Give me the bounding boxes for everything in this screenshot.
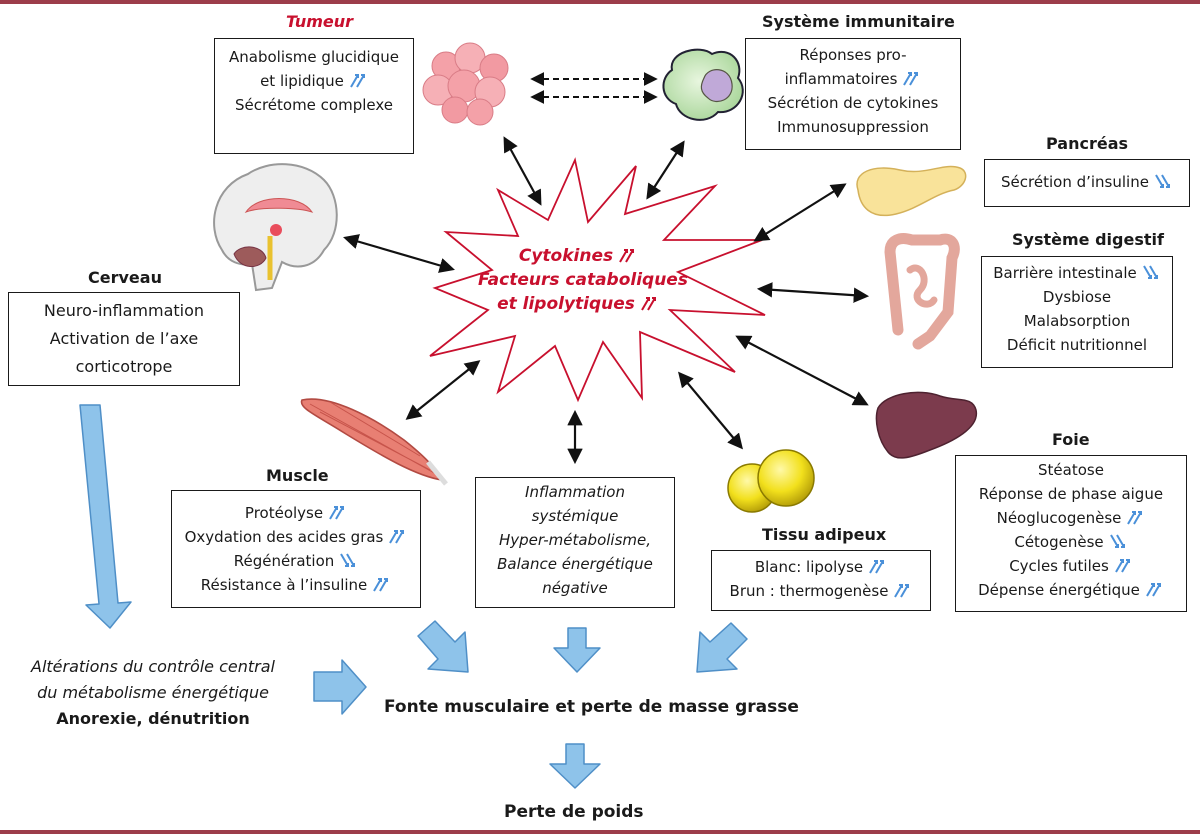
tumeur-line: Sécrétome complexe <box>234 96 394 114</box>
adipose-cells-image <box>727 449 815 513</box>
up-arrows-icon <box>903 72 919 86</box>
muscle-line: Résistance à l’insuline <box>200 576 368 594</box>
foie-line: Réponse de phase aigue <box>978 485 1164 503</box>
center-text: Cytokines Facteurs cataboliques et lipol… <box>478 244 688 316</box>
up-arrows-icon <box>869 560 885 574</box>
cerveau-line: corticotrope <box>75 357 173 376</box>
immunitaire-line: Réponses pro- <box>799 46 907 64</box>
up-arrows-icon <box>1146 583 1161 597</box>
center-facteurs: Facteurs cataboliques <box>478 270 688 290</box>
tumor-cells-image <box>422 42 509 126</box>
down-arrows-icon <box>1109 534 1125 548</box>
central-line1: Altérations du contrôle central <box>31 657 275 676</box>
systemic-line: négative <box>542 579 608 597</box>
systemic-box: Inflammation systémique Hyper-métabolism… <box>475 477 675 608</box>
tumeur-box: Anabolisme glucidique et lipidique Sécré… <box>214 38 414 154</box>
systemic-line: Inflammation <box>525 483 625 501</box>
digestif-title: Système digestif <box>1012 230 1164 249</box>
immunitaire-title: Système immunitaire <box>762 12 955 31</box>
perte-label: Perte de poids <box>504 802 644 822</box>
up-arrows-red-icon <box>619 249 635 263</box>
up-arrows-red-icon <box>641 297 656 311</box>
foie-title: Foie <box>1052 430 1090 449</box>
adipeux-line: Blanc: lipolyse <box>754 558 864 576</box>
pancreas-line: Sécrétion d’insuline <box>1001 173 1149 191</box>
systemic-line: Hyper-métabolisme, <box>498 531 652 549</box>
muscle-title: Muscle <box>266 466 329 485</box>
foie-line: Cétogenèse <box>1014 533 1104 551</box>
immunitaire-line: Sécrétion de cytokines <box>767 94 939 112</box>
liver-image <box>875 391 977 459</box>
immunitaire-line: Immunosuppression <box>777 118 929 136</box>
foie-box: Stéatose Réponse de phase aigue Néogluco… <box>955 455 1187 612</box>
up-arrows-icon <box>329 506 345 520</box>
muscle-image <box>300 398 448 486</box>
foie-line: Cycles futiles <box>1009 557 1109 575</box>
brain-down-arrow <box>79 404 132 629</box>
tumeur-line: Anabolisme glucidique <box>229 48 399 66</box>
adipeux-line: Brun : thermogenèse <box>729 582 889 600</box>
immune-cell-image <box>662 48 744 121</box>
tumeur-line: et lipidique <box>260 72 344 90</box>
central-control-text: Altérations du contrôle central du métab… <box>8 654 298 732</box>
down-arrows-icon <box>1142 265 1158 279</box>
adipeux-box: Blanc: lipolyse Brun : thermogenèse <box>711 550 931 611</box>
up-arrows-icon <box>373 578 389 592</box>
cerveau-title: Cerveau <box>88 268 162 287</box>
foie-line: Stéatose <box>1038 461 1104 479</box>
up-arrows-icon <box>1114 559 1130 573</box>
top-rule <box>0 0 1200 4</box>
up-arrows-icon <box>894 584 910 598</box>
pancreas-box: Sécrétion d’insuline <box>984 159 1190 207</box>
immunitaire-box: Réponses pro- inflammatoires Sécrétion d… <box>745 38 961 150</box>
fonte-label: Fonte musculaire et perte de masse grass… <box>384 697 799 717</box>
central-right-arrow <box>313 659 367 715</box>
center-lipolytiques: et lipolytiques <box>497 294 635 314</box>
muscle-line: Oxydation des acides gras <box>184 528 384 546</box>
digestif-line: Dysbiose <box>1042 288 1112 306</box>
cerveau-line: Neuro-inflammation <box>43 301 205 320</box>
cerveau-box: Neuro-inflammation Activation de l’axe c… <box>8 292 240 386</box>
muscle-down-arrow <box>417 620 469 673</box>
down-arrows-icon <box>1155 174 1170 188</box>
systemic-line: Balance énergétique <box>497 555 653 573</box>
digestif-box: Barrière intestinale Dysbiose Malabsorpt… <box>981 256 1173 368</box>
digestif-line: Barrière intestinale <box>993 264 1137 282</box>
systemic-line: systémique <box>531 507 619 525</box>
up-arrows-icon <box>1127 511 1143 525</box>
pancreas-image <box>856 165 967 217</box>
down-arrows-icon <box>340 553 356 567</box>
central-line2: du métabolisme énergétique <box>37 683 269 702</box>
intestine-image <box>884 233 960 350</box>
bottom-rule <box>0 830 1200 834</box>
cytokines-star <box>429 157 766 403</box>
muscle-box: Protéolyse Oxydation des acides gras Rég… <box>171 490 421 608</box>
systemic-down-arrow <box>553 627 601 673</box>
pancreas-title: Pancréas <box>1046 134 1129 153</box>
digestif-line: Malabsorption <box>1023 312 1131 330</box>
brain-image <box>213 163 338 292</box>
muscle-line: Protéolyse <box>244 504 324 522</box>
immunitaire-line: inflammatoires <box>784 70 898 88</box>
up-arrows-icon <box>350 74 365 88</box>
cerveau-line: Activation de l’axe <box>49 329 199 348</box>
tumeur-title: Tumeur <box>286 12 354 31</box>
muscle-line: Régénération <box>233 552 335 570</box>
center-cytokines: Cytokines <box>518 246 614 266</box>
foie-line: Néoglucogenèse <box>996 509 1122 527</box>
digestif-line: Déficit nutritionnel <box>1006 336 1148 354</box>
central-line3: Anorexie, dénutrition <box>56 709 250 728</box>
fonte-down-arrow <box>549 743 601 789</box>
adipose-down-arrow <box>696 622 748 673</box>
adipeux-title: Tissu adipeux <box>762 525 887 544</box>
up-arrows-icon <box>389 530 405 544</box>
foie-line: Dépense énergétique <box>978 581 1140 599</box>
